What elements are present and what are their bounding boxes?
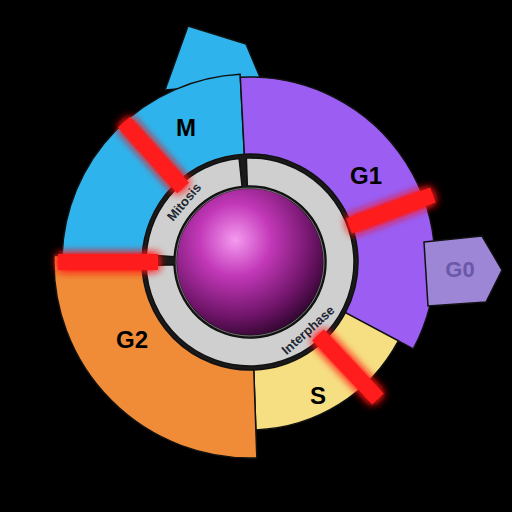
phase-label: M: [176, 116, 196, 140]
phase-label: G0: [445, 259, 474, 281]
phase-label: G2: [116, 328, 148, 352]
checkpoint-bar: [58, 254, 158, 270]
segment-outline: [140, 150, 360, 370]
segment-outline: [245, 70, 445, 350]
segment-shape: [146, 158, 354, 366]
phase-band: Interphase: [140, 150, 360, 370]
checkpoint-bar: [349, 195, 433, 226]
segment-shape: [424, 236, 502, 306]
segment-shape: [62, 74, 244, 258]
phase-label: G1: [350, 164, 382, 188]
segment-shape: [146, 159, 242, 257]
phase-segment: G1: [245, 70, 445, 350]
phase-tab: G0: [422, 234, 504, 308]
ring-backing: [142, 154, 358, 370]
phase-label: S: [310, 384, 326, 408]
segment-outline: [140, 150, 255, 265]
center-sphere: [176, 188, 324, 336]
sphere-rim: [176, 188, 324, 336]
checkpoint-bar: [318, 335, 378, 399]
checkpoint-bar: [124, 122, 183, 188]
phase-band: Mitosis: [140, 150, 255, 265]
